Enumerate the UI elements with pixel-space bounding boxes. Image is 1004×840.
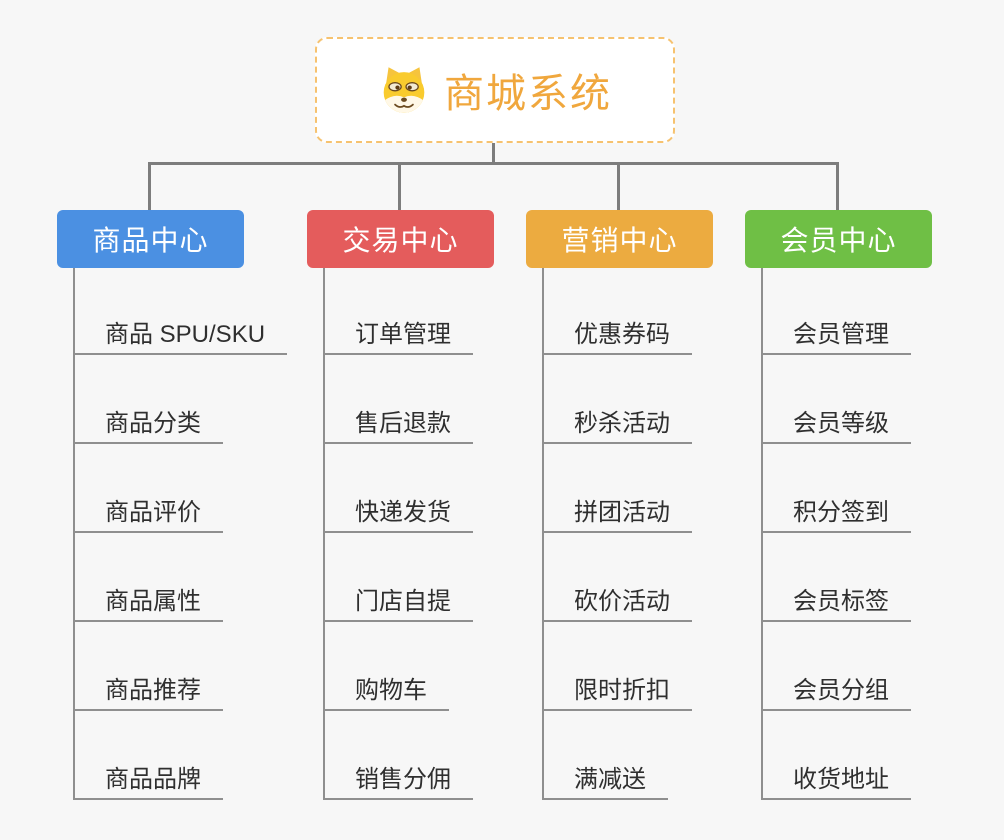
branch-item[interactable]: 会员分组 (763, 622, 911, 711)
branch-header-trade[interactable]: 交易中心 (307, 210, 494, 268)
branch-header-marketing[interactable]: 营销中心 (526, 210, 713, 268)
branch-item[interactable]: 收货地址 (763, 711, 911, 800)
branch-item[interactable]: 订单管理 (325, 268, 473, 355)
branch-item[interactable]: 商品品牌 (75, 711, 223, 800)
connector-root-stem (492, 143, 495, 165)
connector-bus (148, 162, 839, 165)
connector-stem-4 (836, 162, 839, 210)
connector-stem-3 (617, 162, 620, 210)
branch-item[interactable]: 会员等级 (763, 355, 911, 444)
branch-item[interactable]: 销售分佣 (325, 711, 473, 800)
branch-item[interactable]: 商品 SPU/SKU (75, 268, 288, 355)
branch-item[interactable]: 购物车 (325, 622, 449, 711)
connector-stem-1 (148, 162, 151, 210)
branch-item[interactable]: 秒杀活动 (544, 355, 692, 444)
branch-item[interactable]: 门店自提 (325, 533, 473, 622)
branch-item[interactable]: 商品评价 (75, 444, 223, 533)
branch-column-marketing: 优惠券码秒杀活动拼团活动砍价活动限时折扣满减送 (542, 268, 692, 800)
branch-item[interactable]: 商品属性 (75, 533, 223, 622)
branch-header-products[interactable]: 商品中心 (57, 210, 244, 268)
branch-item[interactable]: 售后退款 (325, 355, 473, 444)
branch-item[interactable]: 商品推荐 (75, 622, 223, 711)
branch-item[interactable]: 优惠券码 (544, 268, 692, 355)
branch-column-trade: 订单管理售后退款快递发货门店自提购物车销售分佣 (323, 268, 473, 800)
root-node[interactable]: 商城系统 (315, 37, 675, 143)
branch-column-members: 会员管理会员等级积分签到会员标签会员分组收货地址 (761, 268, 911, 800)
branch-header-members[interactable]: 会员中心 (745, 210, 932, 268)
branch-item[interactable]: 会员管理 (763, 268, 911, 355)
branch-item[interactable]: 限时折扣 (544, 622, 692, 711)
branch-item[interactable]: 满减送 (544, 711, 668, 800)
branch-item[interactable]: 积分签到 (763, 444, 911, 533)
page-title: 商城系统 (444, 72, 612, 116)
branch-item[interactable]: 拼团活动 (544, 444, 692, 533)
branch-item[interactable]: 会员标签 (763, 533, 911, 622)
branch-item[interactable]: 商品分类 (75, 355, 223, 444)
connector-stem-2 (398, 162, 401, 210)
branch-item[interactable]: 砍价活动 (544, 533, 692, 622)
doge-icon (378, 64, 430, 116)
branch-item[interactable]: 快递发货 (325, 444, 473, 533)
